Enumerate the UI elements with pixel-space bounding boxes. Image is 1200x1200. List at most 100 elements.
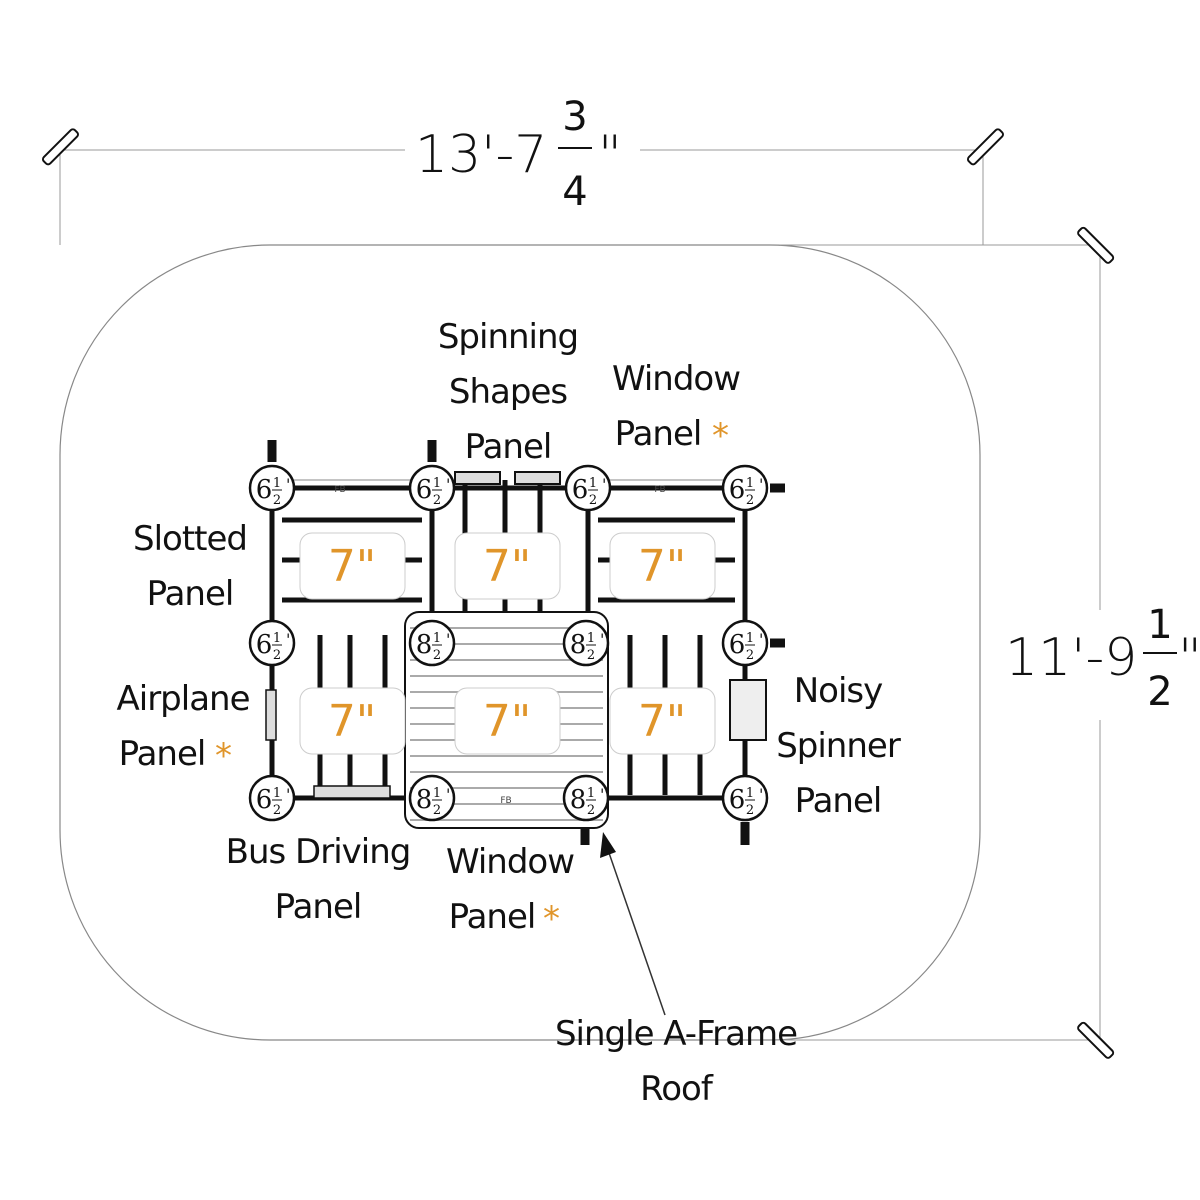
label-spinning-shapes-panel: Spinning Shapes Panel [438,317,579,467]
post-height-whole: 8 [416,630,433,660]
deck-height-label: 7" [483,696,531,747]
depth-dimension-whole: 11'-9 [1005,628,1137,688]
label-line: Spinner [776,726,901,766]
post-circle [408,619,456,667]
deck-height-tile: 7" [609,532,716,600]
post-height-denominator: 2 [746,493,754,508]
star-icon: * [712,416,729,456]
label-bus-driving-panel: Bus Driving Panel [226,832,412,927]
label-line: Panel [147,574,234,614]
deck-height-tile-bg [454,687,561,755]
post-circle [721,774,769,822]
post-height-unit: ' [759,630,763,649]
post-height-numerator: 1 [746,476,754,491]
deck-height-tile: 7" [299,532,406,600]
board-mark: FB [500,796,511,806]
post-height-numerator: 1 [746,631,754,646]
post-height-numerator: 1 [273,476,281,491]
post-height-numerator: 1 [273,631,281,646]
label-line: Window [446,842,574,882]
deck-height-label: 7" [638,696,686,747]
post-circle [248,774,296,822]
deck-height-tile-bg [454,532,561,600]
post-height-unit: ' [446,475,450,494]
post-height-unit: ' [286,630,290,649]
post-height-whole: 6 [256,630,273,660]
noisy-spinner-panel [729,679,767,741]
deck-height-tile-bg [609,532,716,600]
post-height-whole: 8 [416,785,433,815]
star-icon: * [543,899,560,939]
post-height-denominator: 2 [273,648,281,663]
post-height-denominator: 2 [589,493,597,508]
label-line: Single A-Frame [555,1014,797,1054]
post-height-denominator: 2 [587,803,595,818]
post-height-whole: 6 [729,475,746,505]
width-dimension-numerator: 3 [562,94,587,140]
post-height-denominator: 2 [746,648,754,663]
post-height-whole: 8 [570,630,587,660]
spinning-shapes-panel [514,471,561,485]
safety-zone-outline [59,244,981,1041]
deck-height-tile: 7" [609,687,716,755]
deck-height-tile-bg [609,687,716,755]
post-height-unit: ' [286,785,290,804]
post-height-numerator: 1 [589,476,597,491]
label-line: Airplane [116,679,249,719]
post-circle [248,619,296,667]
post-circle [564,464,612,512]
label-noisy-spinner-panel: Noisy Spinner Panel [776,671,902,821]
label-line: Spinning [438,317,578,357]
depth-dimension-numerator: 1 [1147,602,1172,648]
label-window-panel-bottom: Window Panel * [446,842,575,939]
label-airplane-panel: Airplane Panel * [116,679,250,776]
post-height-unit: ' [602,475,606,494]
post-height-numerator: 1 [587,786,595,801]
post-height-whole: 6 [256,785,273,815]
post-height-unit: ' [759,475,763,494]
deck-height-label: 7" [638,541,686,592]
post-height-denominator: 2 [273,803,281,818]
airplane-panel [265,689,277,741]
post-height-unit: ' [600,785,604,804]
board-mark: FB [334,485,345,495]
deck-height-tile: 7" [454,687,561,755]
deck-height-tile-bg [299,532,406,600]
panel-labels: Spinning Shapes Panel Window Panel * Slo… [116,317,902,1109]
deck-height-label: 7" [328,541,376,592]
width-dimension-denominator: 4 [562,169,587,215]
post-height-denominator: 2 [746,803,754,818]
spinning-shapes-panel [454,471,501,485]
post-circle [562,774,610,822]
bus-driving-panel [313,785,391,799]
post-circle [248,464,296,512]
post-height-denominator: 2 [433,648,441,663]
post-height-whole: 6 [416,475,433,505]
label-slotted-panel: Slotted Panel [133,519,248,614]
label-line: Window [612,359,740,399]
post-height-unit: ' [286,475,290,494]
post-height-denominator: 2 [433,803,441,818]
post-height-unit: ' [759,785,763,804]
post-circle [562,619,610,667]
post-height-whole: 6 [729,630,746,660]
label-line: Bus Driving [226,832,411,872]
label-line: Panel [465,427,552,467]
deck-height-tile: 7" [299,687,406,755]
label-line: Roof [640,1069,714,1109]
label-line: Panel [795,781,882,821]
post-height-denominator: 2 [587,648,595,663]
label-line: Noisy [794,671,883,711]
post-height-numerator: 1 [433,786,441,801]
width-dimension-whole: 13'-7 [415,125,547,185]
